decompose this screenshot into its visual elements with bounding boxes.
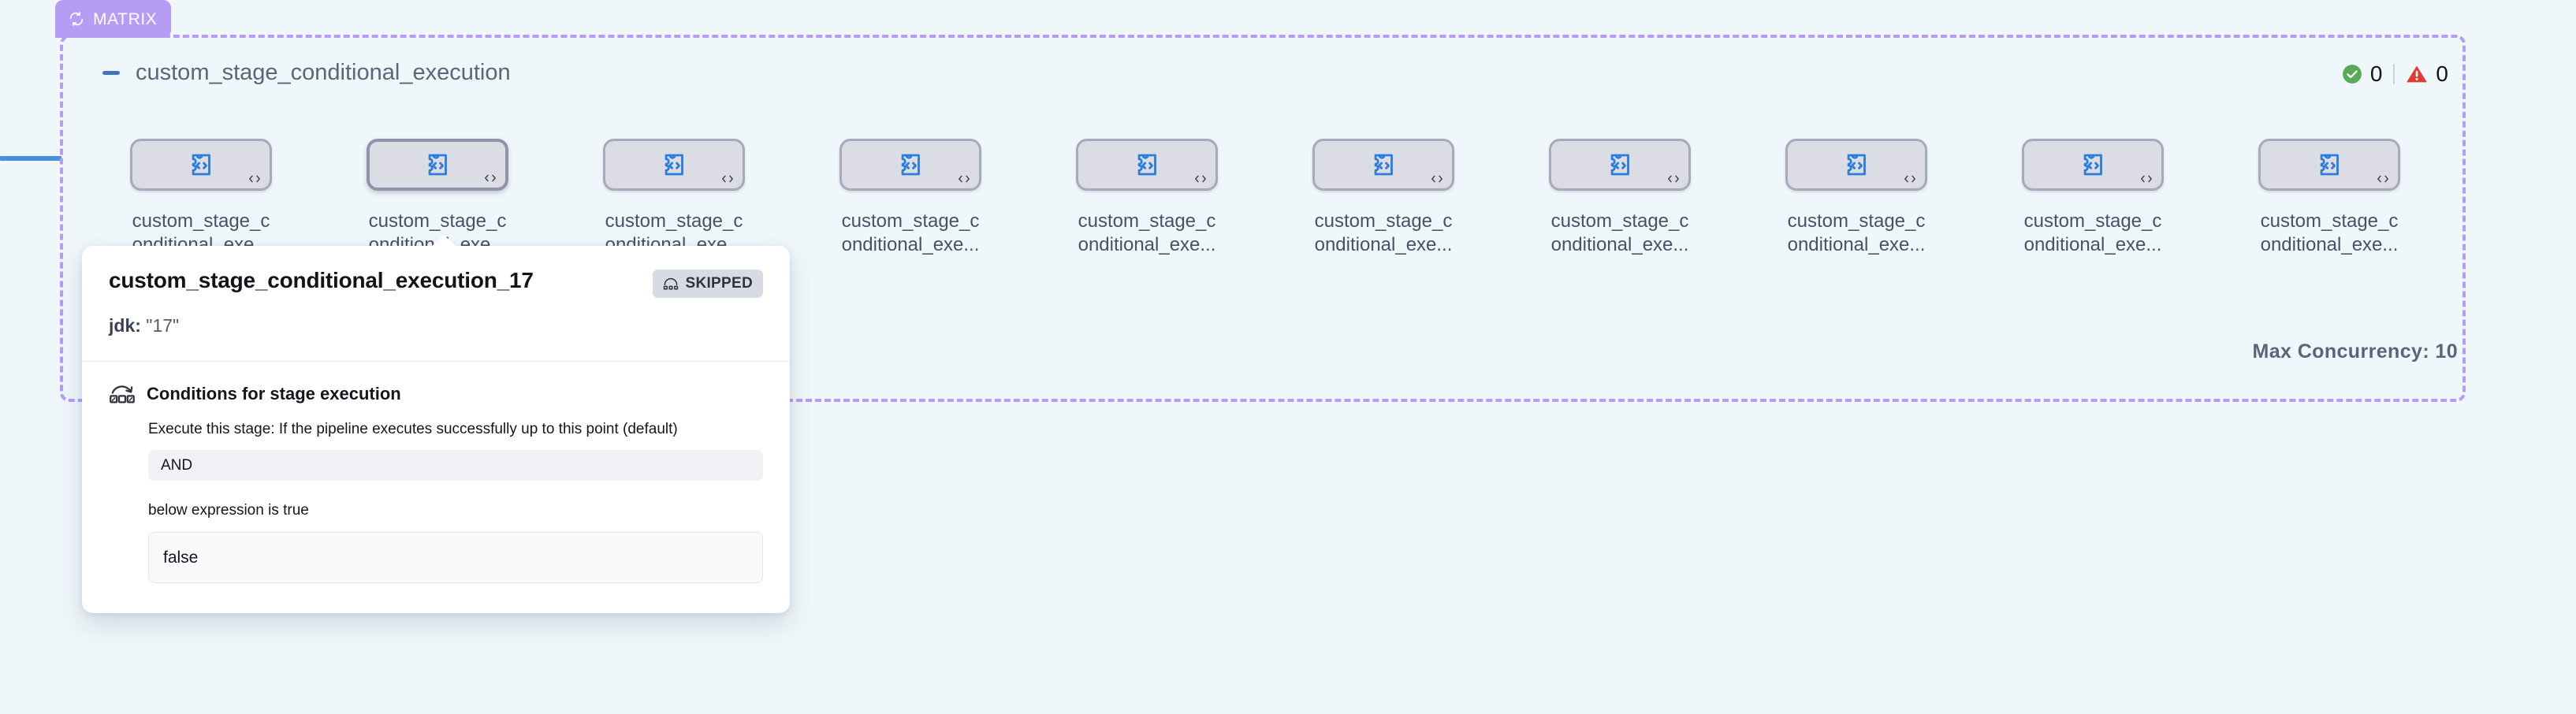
stage-node-label: custom_stage_conditional_exe... xyxy=(841,210,980,255)
popover-body: Conditions for stage execution Execute t… xyxy=(82,362,790,614)
stage-node-card[interactable] xyxy=(1785,139,1927,191)
code-icon xyxy=(956,173,972,184)
success-count: 0 xyxy=(2369,61,2383,86)
stage-node-label: custom_stage_conditional_exe... xyxy=(1078,210,1216,255)
stage-node[interactable]: custom_stage_conditional_exe... xyxy=(1549,139,1691,257)
stage-node-card[interactable] xyxy=(130,139,272,191)
popover-meta: jdk: "17" xyxy=(109,315,763,337)
plugin-code-icon xyxy=(660,151,688,179)
plugin-code-icon xyxy=(1606,151,1634,179)
condition-operator: AND xyxy=(148,450,763,482)
minus-icon[interactable] xyxy=(101,63,121,84)
status-counters: 0 0 xyxy=(2331,63,2459,85)
code-icon xyxy=(1666,173,1681,184)
plugin-code-icon xyxy=(1133,151,1161,179)
plugin-code-icon xyxy=(896,151,925,179)
plugin-code-icon xyxy=(423,151,452,179)
stage-node[interactable]: custom_stage_conditional_exe... xyxy=(1076,139,1218,257)
code-icon xyxy=(1429,173,1445,184)
code-icon xyxy=(482,173,498,184)
stage-node-label: custom_stage_conditional_exe... xyxy=(1550,210,1689,255)
plugin-code-icon xyxy=(2079,151,2107,179)
popover-title: custom_stage_conditional_execution_17 xyxy=(109,268,534,292)
warning-triangle-icon xyxy=(2406,64,2428,84)
stage-node-card[interactable] xyxy=(2022,139,2164,191)
popover-header: custom_stage_conditional_execution_17 SK… xyxy=(82,246,790,361)
status-divider xyxy=(2393,64,2395,84)
stage-node[interactable]: custom_stage_conditional_exe... xyxy=(2258,139,2400,257)
stage-node-card[interactable] xyxy=(2258,139,2400,191)
warning-count: 0 xyxy=(2436,61,2448,86)
max-concurrency-label: Max Concurrency: 10 xyxy=(2252,340,2458,363)
stage-node-label: custom_stage_conditional_exe... xyxy=(1314,210,1453,255)
loop-icon xyxy=(68,10,85,28)
stage-node[interactable]: custom_stage_conditional_exe... xyxy=(2022,139,2164,257)
conditional-skip-icon xyxy=(109,382,136,406)
popover-arrow xyxy=(431,235,456,247)
stage-node-card[interactable] xyxy=(603,139,745,191)
success-counter: 0 xyxy=(2331,63,2394,85)
stage-node-card[interactable] xyxy=(1549,139,1691,191)
stage-detail-popover: custom_stage_conditional_execution_17 SK… xyxy=(82,235,790,614)
incoming-edge xyxy=(0,156,61,161)
plugin-code-icon xyxy=(187,151,215,179)
stage-node-card[interactable] xyxy=(367,139,508,191)
stage-node-card[interactable] xyxy=(1312,139,1454,191)
stage-node[interactable]: custom_stage_conditional_exe... xyxy=(1785,139,1927,257)
matrix-badge-label: MATRIX xyxy=(93,9,158,28)
code-icon xyxy=(247,173,262,184)
plugin-code-icon xyxy=(1842,151,1871,179)
code-icon xyxy=(1193,173,1208,184)
expression-caption: below expression is true xyxy=(148,502,309,519)
code-icon xyxy=(2139,173,2154,184)
stage-node[interactable]: custom_stage_conditional_exe... xyxy=(839,139,981,257)
check-circle-icon xyxy=(2342,64,2362,84)
plugin-code-icon xyxy=(1369,151,1398,179)
page-title: custom_stage_conditional_execution xyxy=(136,60,511,85)
stage-node-label: custom_stage_conditional_exe... xyxy=(2260,210,2399,255)
stage-node[interactable]: custom_stage_conditional_exe... xyxy=(603,139,745,257)
code-icon xyxy=(1902,173,1918,184)
matrix-group-container xyxy=(60,35,2466,402)
popover-divider xyxy=(82,360,790,362)
code-icon xyxy=(720,173,735,184)
stage-node-label: custom_stage_conditional_exe... xyxy=(1787,210,1926,255)
status-badge: SKIPPED xyxy=(653,270,763,298)
code-icon xyxy=(2375,173,2391,184)
popover-meta-value: "17" xyxy=(146,315,180,336)
conditions-header: Conditions for stage execution xyxy=(109,382,763,406)
popover-meta-key: jdk: xyxy=(109,315,141,336)
stage-node-card[interactable] xyxy=(839,139,981,191)
conditions-description: Execute this stage: If the pipeline exec… xyxy=(148,420,678,437)
plugin-code-icon xyxy=(2315,151,2343,179)
stage-node[interactable]: custom_stage_conditional_exe... xyxy=(1312,139,1454,257)
status-badge-label: SKIPPED xyxy=(685,275,753,292)
matrix-badge[interactable]: MATRIX xyxy=(55,0,172,38)
stage-node[interactable]: custom_stage_conditional_exe... xyxy=(130,139,272,257)
warning-counter: 0 xyxy=(2395,63,2459,85)
skip-icon xyxy=(663,277,679,290)
expression-value: false xyxy=(148,531,763,584)
stage-node-card[interactable] xyxy=(1076,139,1218,191)
conditions-heading: Conditions for stage execution xyxy=(147,383,401,403)
stage-node-label: custom_stage_conditional_exe... xyxy=(2023,210,2162,255)
stage-group-header: custom_stage_conditional_execution xyxy=(101,61,511,84)
